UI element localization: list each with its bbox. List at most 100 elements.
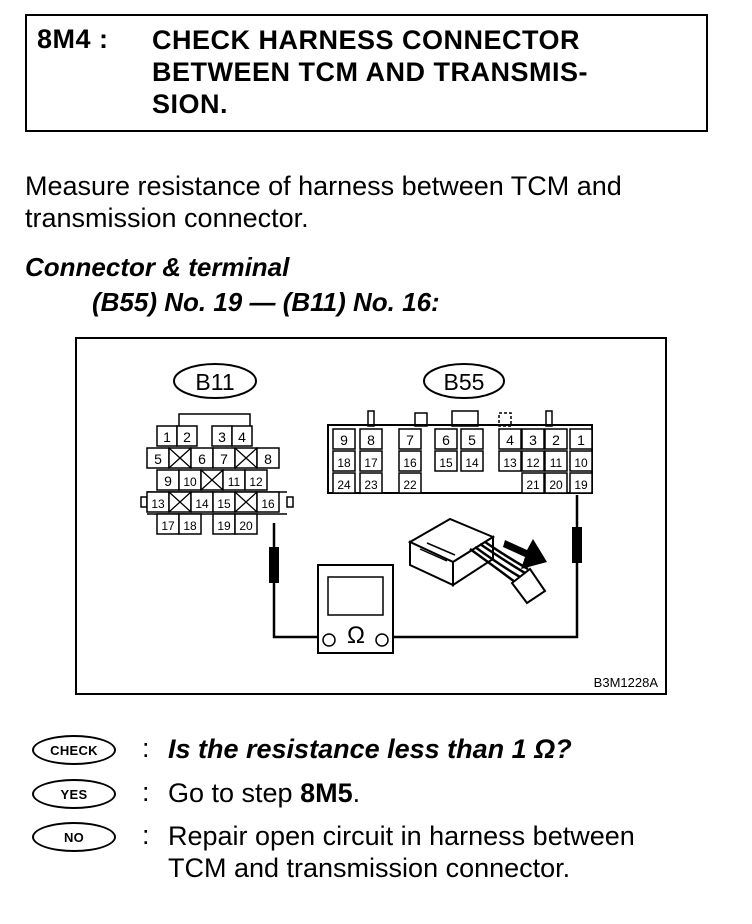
no-text-line: TCM and transmission connector. bbox=[168, 853, 571, 883]
yes-text-suffix: . bbox=[352, 778, 361, 808]
step-title-line: BETWEEN TCM AND TRANSMIS- bbox=[152, 57, 588, 87]
b55-cell bbox=[521, 472, 545, 494]
b11-cell bbox=[176, 425, 198, 447]
b55-cell bbox=[544, 450, 568, 472]
ohmmeter: Ω bbox=[317, 564, 394, 654]
blank-terminal-mark bbox=[168, 447, 192, 469]
b55-terminal-number: 4 bbox=[506, 432, 514, 448]
b55-cell bbox=[569, 428, 593, 450]
b11-terminal-number: 15 bbox=[217, 497, 231, 511]
b55-cell bbox=[359, 472, 383, 494]
connector-heading: Connector & terminal bbox=[25, 252, 290, 282]
b11-side-tab bbox=[286, 496, 294, 508]
probe-b55 bbox=[572, 527, 582, 563]
colon: : bbox=[142, 820, 150, 850]
b11-cell bbox=[231, 425, 253, 447]
b55-terminal-number: 11 bbox=[550, 456, 563, 470]
b55-terminal-number: 3 bbox=[529, 432, 537, 448]
b11-terminal-number: 9 bbox=[164, 473, 172, 489]
b55-terminal-number: 24 bbox=[337, 478, 351, 492]
b55-cell bbox=[569, 472, 593, 494]
ohm-symbol: Ω bbox=[347, 622, 365, 649]
b11-terminal-number: 10 bbox=[183, 475, 197, 489]
instruction-line: transmission connector. bbox=[25, 203, 309, 233]
blank-terminal-mark bbox=[200, 469, 224, 491]
b55-cell bbox=[434, 450, 458, 472]
b55-cell bbox=[434, 428, 458, 450]
b11-terminal-number: 13 bbox=[151, 497, 165, 511]
b55-terminal-number: 8 bbox=[367, 432, 375, 448]
yes-text-prefix: Go to step bbox=[168, 778, 301, 808]
probe-b11 bbox=[269, 547, 279, 583]
ohmmeter-terminal bbox=[322, 633, 336, 647]
check-question: Is the resistance less than 1 Ω? bbox=[168, 734, 572, 764]
b11-terminal-number: 1 bbox=[163, 429, 171, 445]
insertion-arrow bbox=[503, 539, 547, 569]
b11-terminal-number: 16 bbox=[261, 497, 275, 511]
b55-terminal-number: 18 bbox=[337, 456, 351, 470]
diagram-frame bbox=[75, 337, 667, 695]
b11-terminal-number: 7 bbox=[220, 451, 228, 467]
ohmmeter-terminal bbox=[375, 633, 389, 647]
b55-terminal-number: 15 bbox=[439, 456, 453, 470]
step-title-line: CHECK HARNESS CONNECTOR bbox=[152, 25, 581, 55]
b55-latch bbox=[451, 410, 479, 427]
b55-terminal-number: 23 bbox=[364, 478, 378, 492]
b55-cell bbox=[521, 428, 545, 450]
ohmmeter-display bbox=[327, 576, 384, 616]
b11-terminal-number: 14 bbox=[195, 497, 209, 511]
step-reference: 8M5 bbox=[300, 778, 353, 808]
b55-cell bbox=[359, 428, 383, 450]
b55-terminal-number: 20 bbox=[549, 478, 563, 492]
b55-terminal-number: 12 bbox=[526, 456, 540, 470]
b11-terminal-number: 8 bbox=[264, 451, 272, 467]
b55-cell bbox=[498, 450, 522, 472]
b11-cell bbox=[244, 469, 268, 491]
b55-cell bbox=[332, 450, 356, 472]
b55-terminal-number: 10 bbox=[574, 456, 588, 470]
b11-terminal-number: 4 bbox=[238, 429, 246, 445]
b11-label-oval bbox=[173, 363, 257, 399]
b55-terminal-number: 1 bbox=[577, 432, 585, 448]
yes-text: Go to step 8M5. bbox=[168, 777, 738, 809]
plug-slot bbox=[426, 542, 456, 556]
b11-cell bbox=[256, 447, 280, 469]
harness-sleeve bbox=[510, 567, 547, 605]
b55-terminal-number: 7 bbox=[406, 432, 414, 448]
yes-badge: YES bbox=[32, 779, 116, 809]
b55-terminal-number: 19 bbox=[574, 478, 588, 492]
b11-label: B11 bbox=[195, 369, 234, 395]
b11-terminal-number: 5 bbox=[154, 451, 162, 467]
b55-terminal-number: 2 bbox=[552, 432, 560, 448]
b11-terminal-number: 11 bbox=[228, 475, 241, 489]
b55-terminal-number: 5 bbox=[468, 432, 476, 448]
b55-latch bbox=[367, 410, 375, 427]
harness-wires bbox=[469, 540, 529, 584]
b55-terminal-number: 17 bbox=[364, 456, 378, 470]
b55-terminal-number: 6 bbox=[442, 432, 450, 448]
instruction-line: Measure resistance of harness between TC… bbox=[25, 171, 622, 201]
colon: : bbox=[142, 777, 150, 807]
b55-cell bbox=[498, 428, 522, 450]
no-text-line: Repair open circuit in harness between bbox=[168, 821, 635, 851]
b11-terminal-number: 12 bbox=[249, 475, 263, 489]
b55-cell bbox=[398, 428, 422, 450]
b55-cell bbox=[359, 450, 383, 472]
blank-terminal-mark bbox=[168, 491, 192, 513]
b55-cell bbox=[332, 472, 356, 494]
check-row: CHECK : Is the resistance less than 1 Ω? bbox=[32, 731, 732, 771]
b55-cell bbox=[332, 428, 356, 450]
b55-terminal-number: 16 bbox=[403, 456, 417, 470]
b55-latch bbox=[545, 410, 553, 427]
check-badge: CHECK bbox=[32, 735, 116, 765]
b55-terminal-number: 21 bbox=[526, 478, 540, 492]
b11-terminal-number: 18 bbox=[183, 519, 197, 533]
b11-side-tab bbox=[140, 496, 148, 508]
blank-terminal-mark bbox=[234, 491, 258, 513]
instruction-text: Measure resistance of harness between TC… bbox=[25, 170, 725, 234]
b11-terminal-number: 20 bbox=[239, 519, 253, 533]
b55-cell bbox=[521, 450, 545, 472]
b55-terminal-number: 9 bbox=[340, 432, 348, 448]
